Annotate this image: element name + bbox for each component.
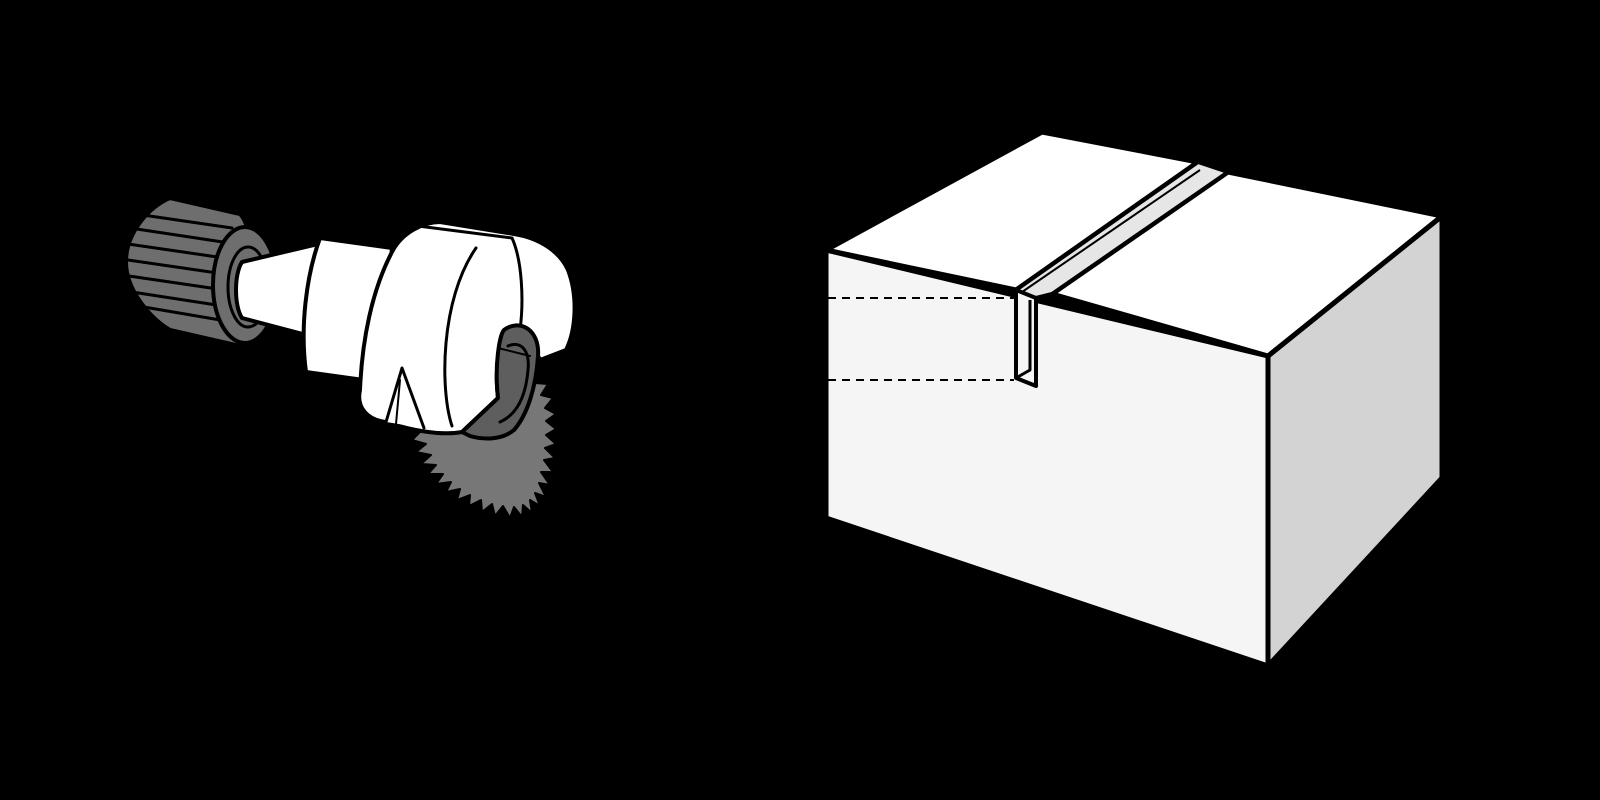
rotary-tool-cutting-attachment-icon (124, 196, 577, 519)
cut-depth-guide-lines (828, 297, 1014, 381)
block-with-cut-slot-icon (823, 129, 1445, 669)
cut-slot-icon (1014, 160, 1230, 388)
blade-hub-icon (460, 323, 541, 441)
blade-guard-icon (357, 220, 577, 436)
